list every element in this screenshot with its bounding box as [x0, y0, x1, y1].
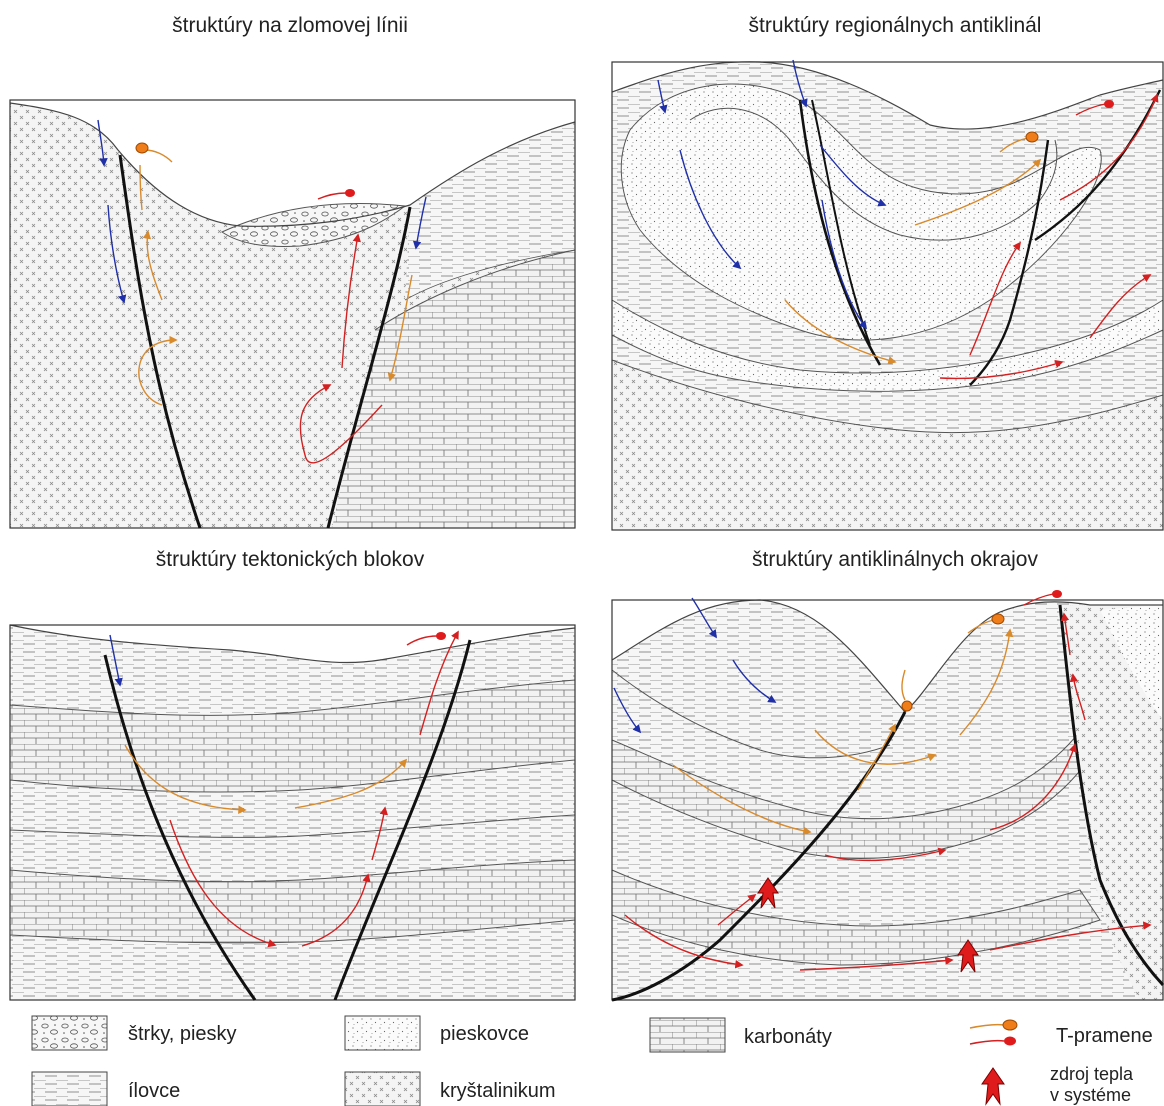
- legend-swatch-carbonates: [649, 1017, 726, 1053]
- legend-label-crystalline: kryštalinikum: [440, 1080, 556, 1102]
- legend-label-heat-2: v systéme: [1050, 1085, 1131, 1105]
- panel-fault-line: [9, 99, 576, 529]
- legend-label-carbonates: karbonáty: [744, 1026, 832, 1048]
- legend-label-gravel: štrky, piesky: [128, 1023, 237, 1045]
- legend-swatch-sandstone: [344, 1015, 421, 1051]
- legend-label-heat-1: zdroj tepla: [1050, 1064, 1134, 1084]
- legend-label-sandstone: pieskovce: [440, 1023, 529, 1045]
- title-tectonic-blocks: štruktúry tektonických blokov: [156, 548, 425, 571]
- legend-springs-icon: [969, 1019, 1018, 1046]
- legend: štrky, piesky pieskovce karbonáty T-pram…: [31, 1015, 1153, 1106]
- title-fault-line: štruktúry na zlomovej línii: [172, 14, 408, 37]
- heat-source-icon: [981, 1067, 1005, 1106]
- panel-tectonic-blocks: [9, 624, 576, 1001]
- legend-swatch-gravel: [31, 1015, 108, 1051]
- title-regional-anticlines: štruktúry regionálnych antiklinál: [749, 14, 1042, 37]
- legend-label-claystone: ílovce: [128, 1080, 180, 1102]
- legend-swatch-crystalline: [344, 1071, 421, 1106]
- legend-swatch-claystone: [31, 1071, 108, 1106]
- panel-anticline-margins: [611, 590, 1164, 1002]
- legend-label-springs: T-pramene: [1056, 1025, 1153, 1047]
- panel-regional-anticlines: [611, 59, 1164, 531]
- title-anticline-margins: štruktúry antiklinálnych okrajov: [752, 548, 1038, 571]
